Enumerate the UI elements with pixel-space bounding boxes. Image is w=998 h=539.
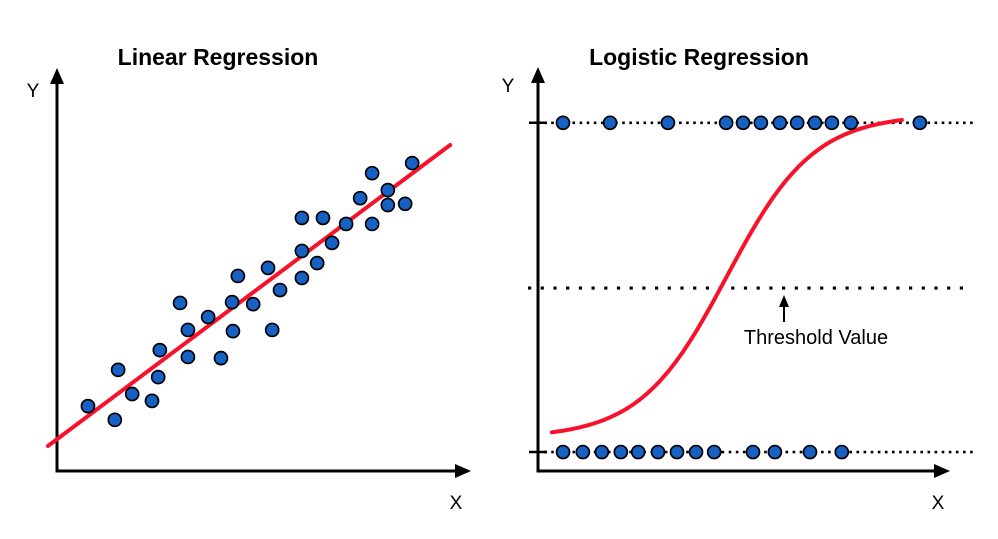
- scatter-point: [180, 322, 196, 338]
- scatter-point: [843, 115, 859, 131]
- scatter-point: [688, 444, 704, 460]
- scatter-point: [706, 444, 722, 460]
- scatter-point: [213, 350, 229, 366]
- scatter-point: [245, 296, 261, 312]
- scatter-point: [807, 115, 823, 131]
- scatter-point: [152, 342, 168, 358]
- scatter-point: [802, 444, 818, 460]
- linear-x-axis-label: X: [450, 493, 463, 514]
- scatter-point: [397, 196, 413, 212]
- linear-regression-panel: Linear Regression Y X: [27, 44, 471, 514]
- scatter-point: [225, 323, 241, 339]
- linear-plot-area: [45, 68, 471, 478]
- scatter-point: [404, 155, 420, 171]
- scatter-point: [380, 197, 396, 213]
- scatter-point: [294, 243, 310, 259]
- scatter-point: [594, 444, 610, 460]
- scatter-point: [772, 115, 788, 131]
- scatter-point: [613, 444, 629, 460]
- scatter-point: [767, 444, 783, 460]
- scatter-point: [294, 270, 310, 286]
- threshold-value-label: Threshold Value: [744, 327, 888, 349]
- scatter-point: [630, 444, 646, 460]
- scatter-point: [110, 362, 126, 378]
- scatter-point: [260, 260, 276, 276]
- scatter-point: [555, 115, 571, 131]
- x-axis-arrowhead-icon: [934, 464, 950, 478]
- scatter-point: [272, 282, 288, 298]
- scatter-point: [364, 165, 380, 181]
- scatter-point: [294, 210, 310, 226]
- scatter-point: [735, 115, 751, 131]
- scatter-point: [315, 210, 331, 226]
- scatter-point: [555, 444, 571, 460]
- scatter-point: [352, 190, 368, 206]
- linear-chart-title: Linear Regression: [118, 44, 319, 70]
- scatter-point: [602, 115, 618, 131]
- scatter-point: [80, 398, 96, 414]
- linear-y-axis-label: Y: [27, 81, 40, 102]
- scatter-point: [789, 115, 805, 131]
- threshold-arrow-icon: [779, 295, 789, 307]
- scatter-point: [575, 444, 591, 460]
- scatter-point: [200, 309, 216, 325]
- scatter-point: [338, 216, 354, 232]
- scatter-point: [745, 444, 761, 460]
- scatter-point: [107, 412, 123, 428]
- scatter-point: [824, 115, 840, 131]
- scatter-point: [380, 182, 396, 198]
- scatter-point: [230, 268, 246, 284]
- scatter-point: [144, 393, 160, 409]
- scatter-point: [180, 349, 196, 365]
- scatter-point: [172, 295, 188, 311]
- logistic-y-axis-label: Y: [502, 76, 515, 97]
- logistic-chart-title: Logistic Regression: [589, 44, 809, 70]
- scatter-point: [150, 369, 166, 385]
- y-axis-arrowhead-icon: [531, 67, 545, 83]
- logistic-plot-area: [528, 67, 975, 478]
- scatter-point: [753, 115, 769, 131]
- scatter-point: [264, 322, 280, 338]
- scatter-point: [309, 255, 325, 271]
- y-axis-arrowhead-icon: [50, 68, 64, 84]
- scatter-point: [669, 444, 685, 460]
- x-axis-arrowhead-icon: [455, 464, 471, 478]
- logistic-x-axis-label: X: [932, 493, 945, 514]
- sigmoid-curve: [549, 118, 904, 435]
- scatter-point: [650, 444, 666, 460]
- scatter-point: [718, 115, 734, 131]
- logistic-regression-panel: Logistic Regression Y X Threshold Value: [502, 44, 975, 514]
- scatter-point: [660, 115, 676, 131]
- scatter-point: [124, 386, 140, 402]
- scatter-point: [912, 115, 928, 131]
- scatter-point: [834, 444, 850, 460]
- scatter-point: [224, 294, 240, 310]
- scatter-point: [324, 235, 340, 251]
- scatter-point: [364, 216, 380, 232]
